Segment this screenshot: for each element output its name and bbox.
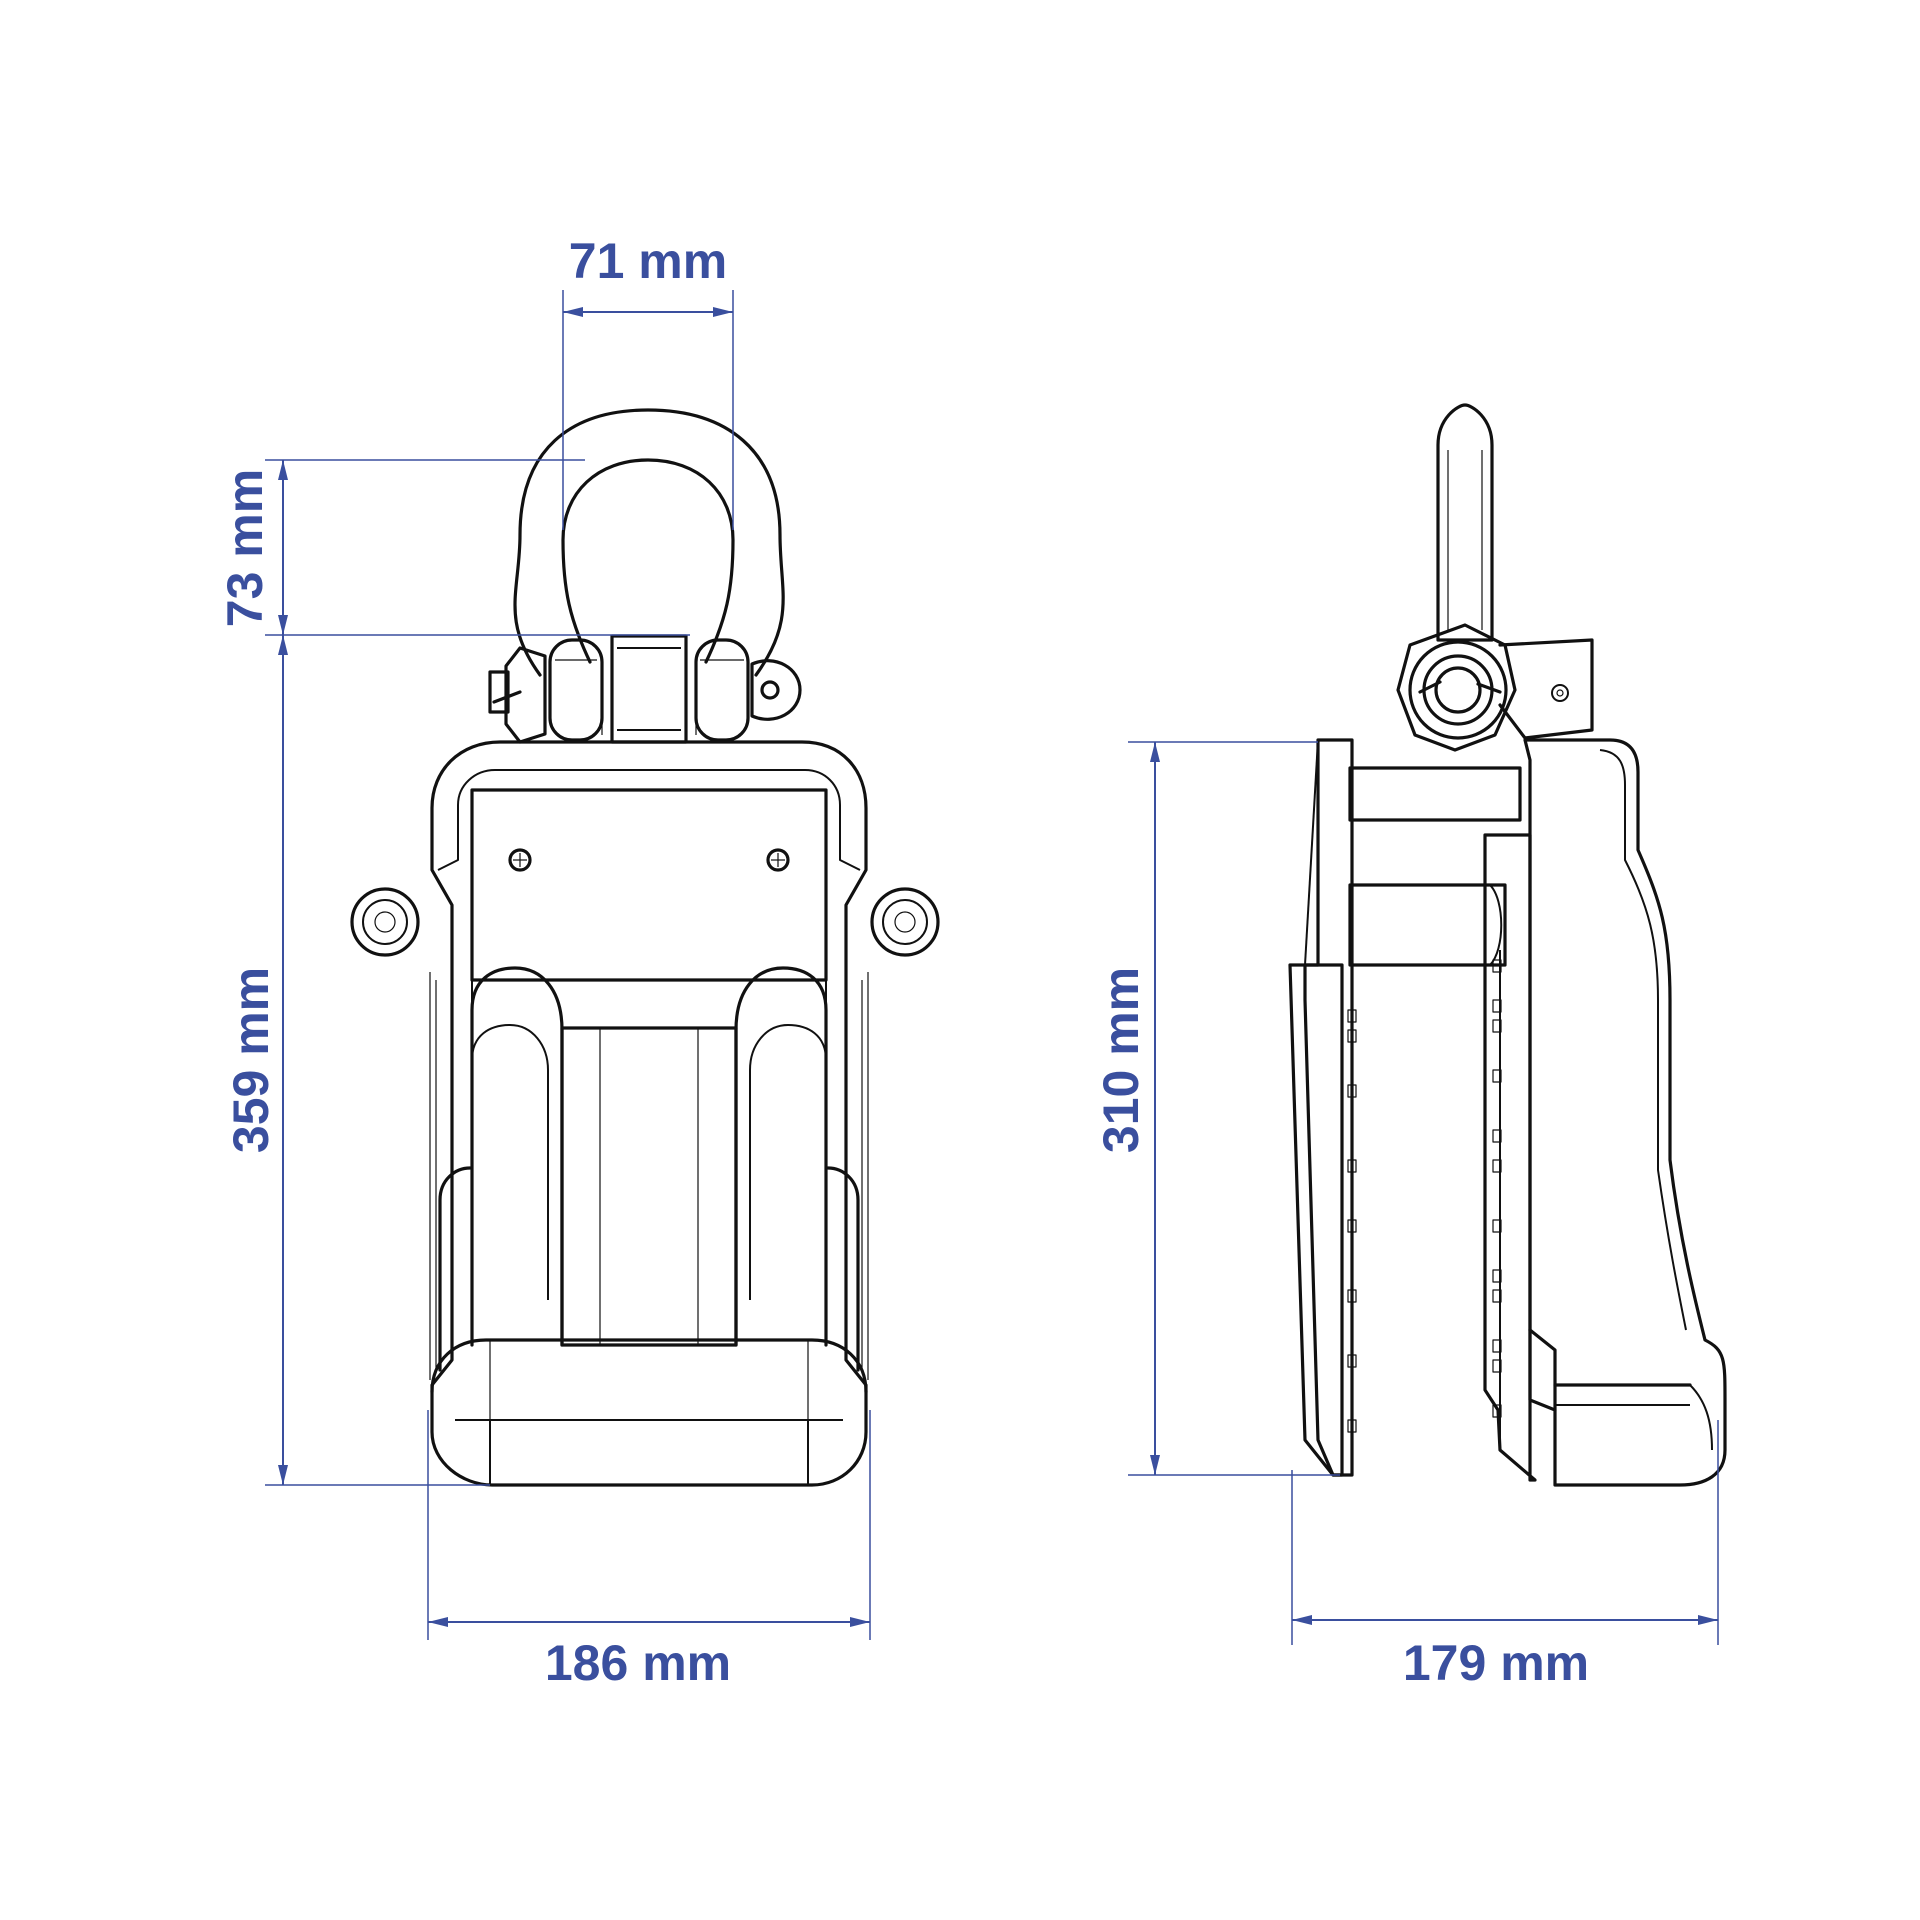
- left-teeth: [1347, 1009, 1357, 1433]
- side-body: [1288, 738, 1727, 1487]
- front-body: [350, 740, 940, 1487]
- dimension-lines: [265, 290, 1719, 1645]
- pivot-hub: [1396, 623, 1594, 752]
- label-73mm: 73 mm: [217, 469, 273, 627]
- side-view: [1288, 403, 1727, 1487]
- label-310mm: 310 mm: [1093, 967, 1149, 1153]
- label-71mm: 71 mm: [569, 233, 727, 289]
- front-view: [350, 408, 940, 1487]
- handle: [1436, 403, 1494, 642]
- dimension-labels: 71 mm 73 mm 359 mm 186 mm 310 mm 179 mm: [217, 233, 1589, 1691]
- right-teeth: [1492, 959, 1502, 1418]
- label-179mm: 179 mm: [1403, 1635, 1589, 1691]
- label-359mm: 359 mm: [223, 967, 279, 1153]
- label-186mm: 186 mm: [545, 1635, 731, 1691]
